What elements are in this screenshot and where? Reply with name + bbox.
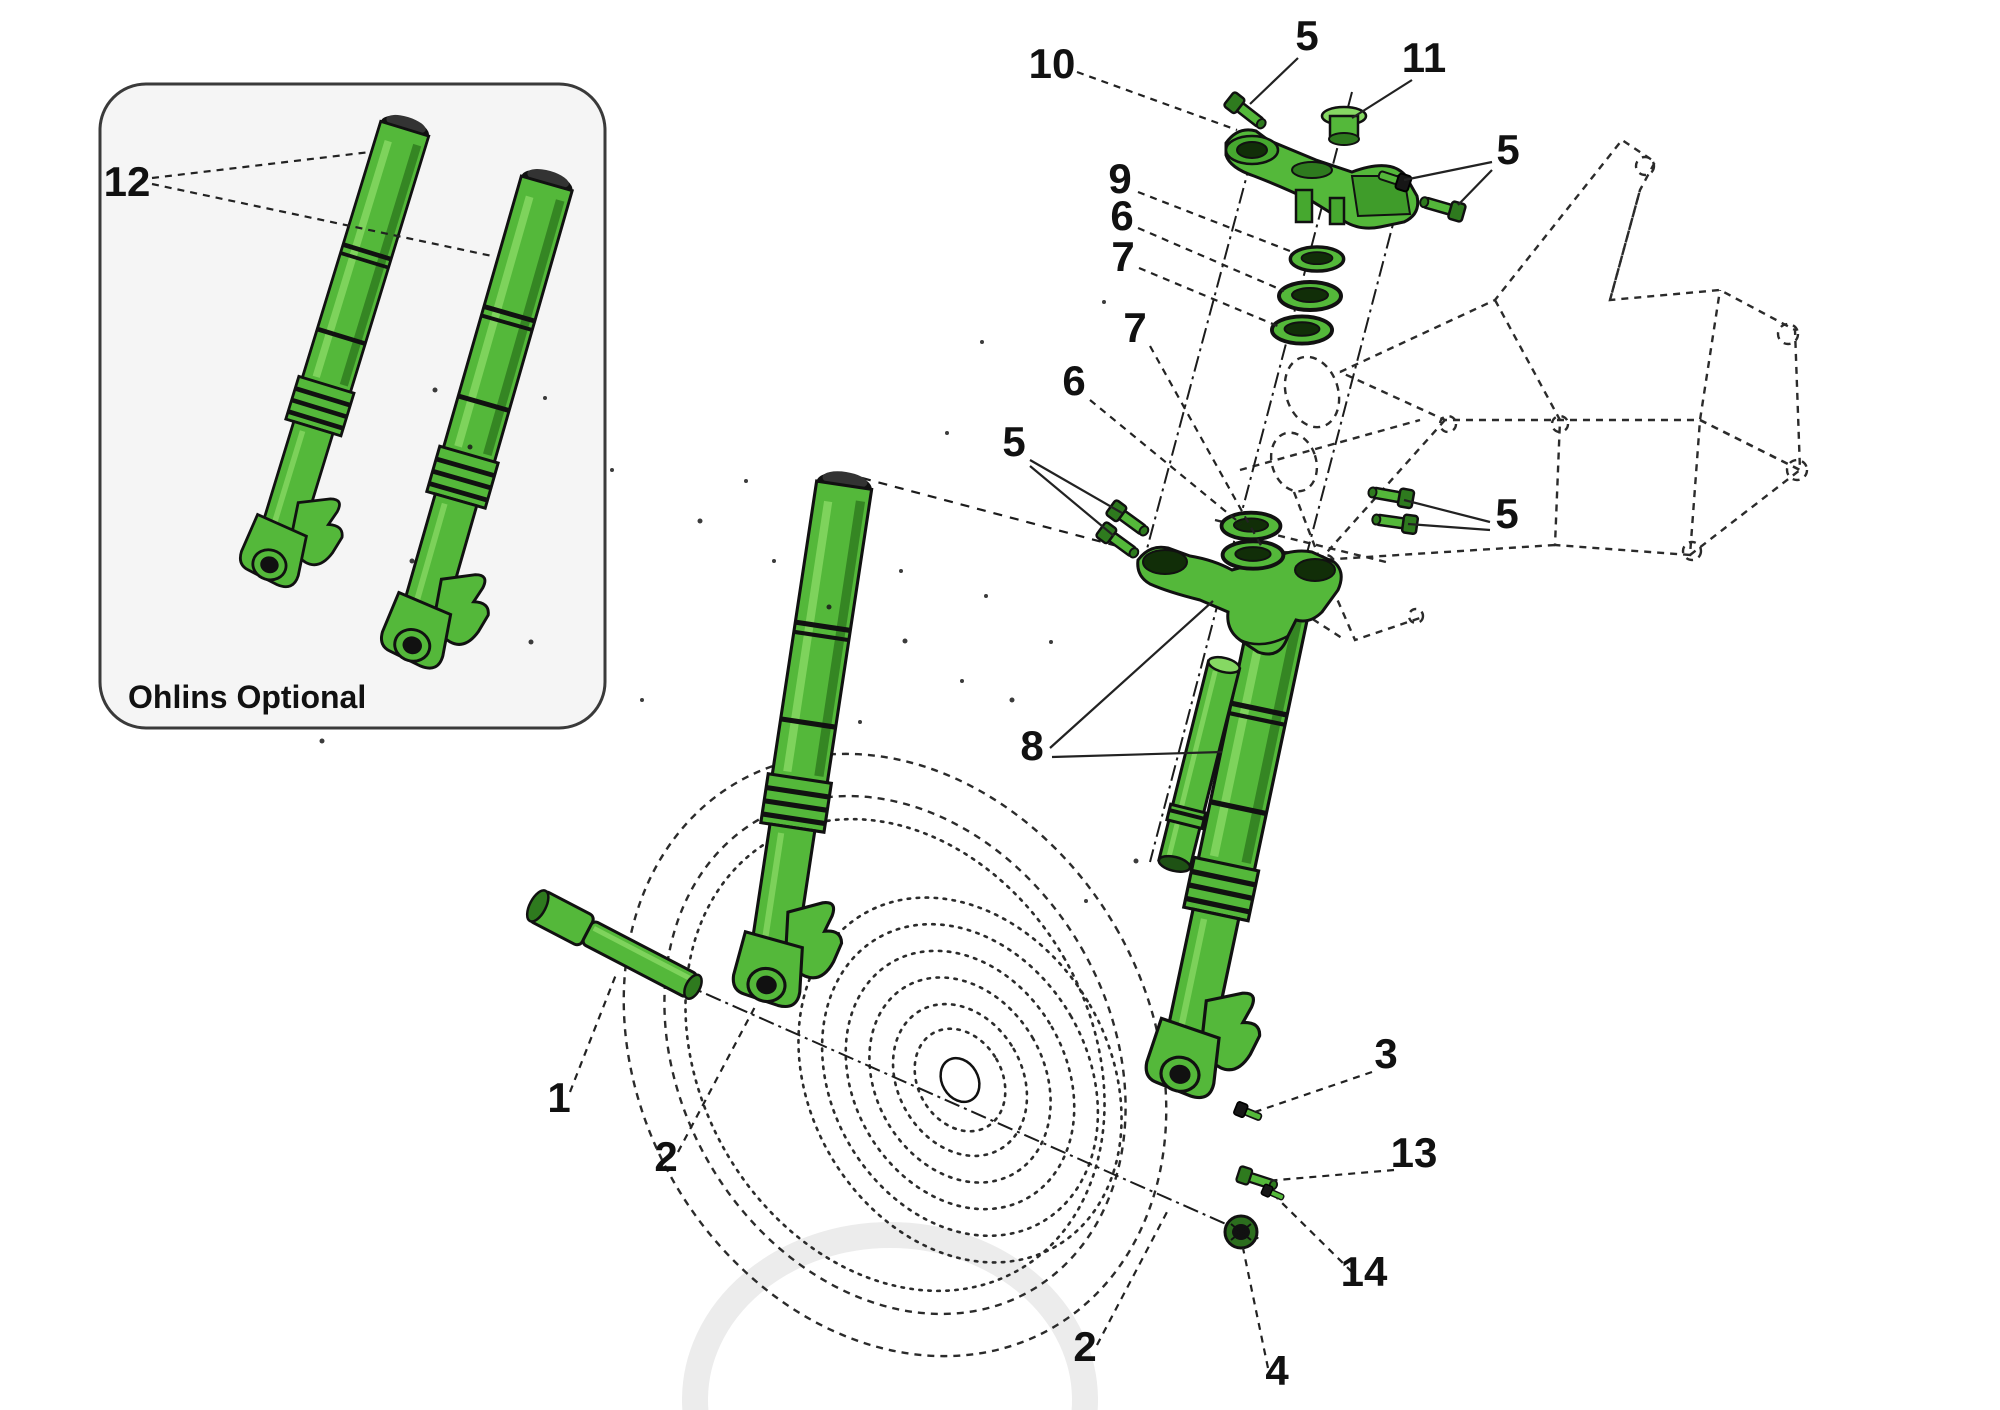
fork-leg-left bbox=[730, 467, 911, 1014]
leader-line-8 bbox=[1049, 600, 1214, 749]
watermark-circle bbox=[682, 1222, 1098, 1410]
callout-9: 9 bbox=[1108, 155, 1131, 202]
leader-line-6 bbox=[1137, 226, 1285, 293]
leader-line-4 bbox=[1241, 1247, 1270, 1369]
callout-5: 5 bbox=[1496, 126, 1519, 173]
callout-6: 6 bbox=[1062, 357, 1085, 404]
callout-5: 5 bbox=[1002, 418, 1025, 465]
lower-triple-clamp bbox=[1136, 541, 1343, 656]
leader-line-5 bbox=[1029, 459, 1123, 514]
leader-line-5 bbox=[1457, 169, 1493, 206]
callout-7: 7 bbox=[1123, 304, 1146, 351]
callout-2: 2 bbox=[1073, 1323, 1096, 1370]
axle-nut bbox=[1223, 1214, 1259, 1250]
callout-3: 3 bbox=[1374, 1030, 1397, 1077]
leader-line-8 bbox=[1051, 750, 1223, 759]
callout-12: 12 bbox=[104, 158, 151, 205]
leader-line-5 bbox=[1249, 57, 1299, 105]
callout-6: 6 bbox=[1110, 192, 1133, 239]
callout-5: 5 bbox=[1295, 12, 1318, 59]
brake-disc-ghost bbox=[797, 896, 1123, 1264]
leader-line-6 bbox=[1089, 399, 1242, 525]
leader-line-10 bbox=[1076, 70, 1238, 132]
pinch-bolt bbox=[1232, 1100, 1265, 1125]
inset-box bbox=[98, 82, 607, 730]
speckle-dots bbox=[319, 300, 1139, 903]
leader-line-5 bbox=[1407, 522, 1491, 532]
upper-race-ring bbox=[1269, 314, 1335, 346]
leader-line-12 bbox=[151, 150, 371, 180]
leader-line-2 bbox=[1096, 1211, 1168, 1346]
leader-line-12 bbox=[151, 182, 493, 258]
callout-14: 14 bbox=[1341, 1248, 1388, 1295]
callout-4: 4 bbox=[1265, 1347, 1289, 1394]
clamp-bolt bbox=[1369, 508, 1420, 536]
lower-race-ring bbox=[1220, 539, 1286, 571]
callout-8: 8 bbox=[1020, 722, 1043, 769]
leader-line-7 bbox=[1149, 345, 1264, 550]
callout-5: 5 bbox=[1495, 490, 1518, 537]
ohlins-inset: Ohlins Optional bbox=[98, 82, 611, 730]
callout-13: 13 bbox=[1391, 1129, 1438, 1176]
callout-1: 1 bbox=[547, 1074, 570, 1121]
leader-line-5 bbox=[1029, 465, 1115, 537]
clamp-bolt bbox=[1416, 191, 1468, 224]
steering-stem bbox=[1157, 655, 1242, 873]
leader-line-2 bbox=[677, 1002, 758, 1153]
clamp-bolt bbox=[1365, 481, 1416, 510]
leader-line-5 bbox=[1403, 498, 1491, 524]
callout-7: 7 bbox=[1111, 233, 1134, 280]
leader-line-13 bbox=[1265, 1168, 1395, 1183]
leader-line-14 bbox=[1276, 1197, 1353, 1273]
leader-line-9 bbox=[1137, 190, 1296, 255]
upper-bearing-ring bbox=[1277, 280, 1343, 312]
leader-line-1 bbox=[568, 971, 619, 1093]
inset-caption: Ohlins Optional bbox=[128, 679, 366, 715]
leader-line-7 bbox=[1138, 266, 1281, 329]
leader-line-3 bbox=[1251, 1070, 1373, 1115]
leader-line-5 bbox=[1403, 160, 1493, 182]
dust-seal-ring bbox=[1288, 245, 1346, 273]
callout-2: 2 bbox=[654, 1133, 677, 1180]
leader-line-11 bbox=[1351, 79, 1413, 119]
callout-10: 10 bbox=[1029, 40, 1076, 87]
callout-11: 11 bbox=[1402, 34, 1446, 81]
front-axle bbox=[525, 889, 703, 1000]
